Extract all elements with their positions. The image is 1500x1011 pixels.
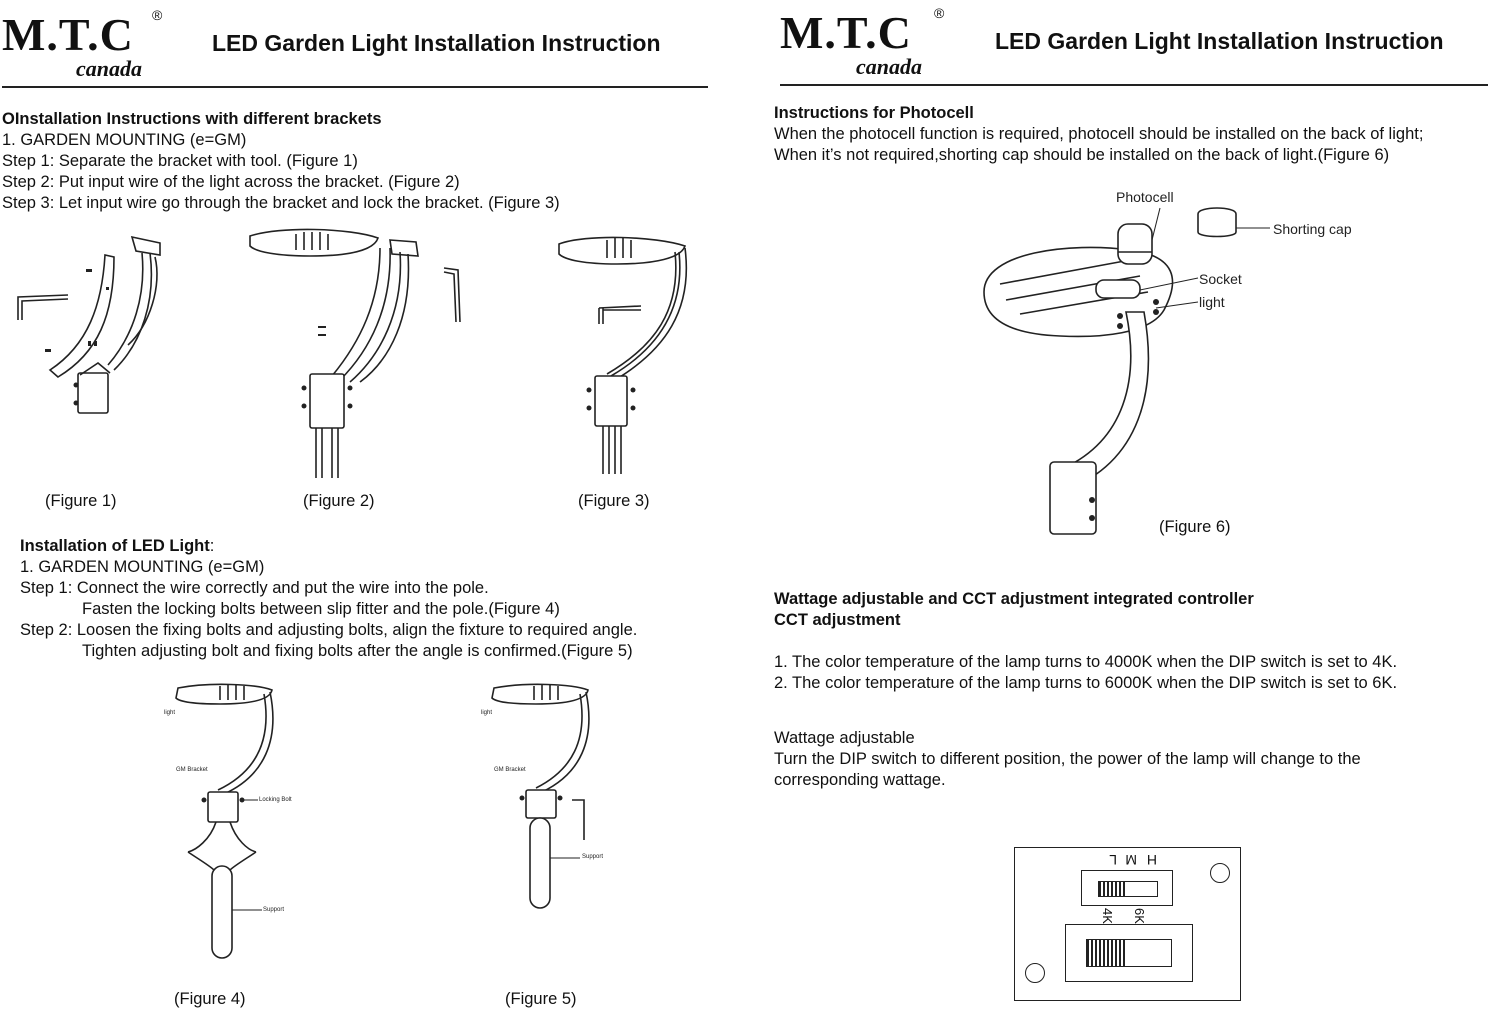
text-line: 1. GARDEN MOUNTING (e=GM): [2, 131, 247, 149]
switch-labels-hml: H M L: [1099, 852, 1159, 868]
text-line: Step 2: Loosen the fixing bolts and adju…: [20, 621, 638, 639]
text-line: Step 2: Put input wire of the light acro…: [2, 173, 460, 191]
figure-5-caption: (Figure 5): [505, 990, 577, 1008]
registered-mark: ®: [152, 7, 163, 23]
fig4-label-support: Support: [263, 907, 285, 913]
header-divider: [780, 84, 1488, 86]
registered-mark: ®: [934, 5, 945, 21]
figure-2-caption: (Figure 2): [303, 492, 375, 510]
spacer: [774, 631, 1397, 652]
header-divider: [2, 86, 708, 88]
text-line: 2. The color temperature of the lamp tur…: [774, 674, 1398, 692]
figure-4-caption: (Figure 4): [174, 990, 246, 1008]
section-heading: Instructions for Photocell: [774, 104, 974, 122]
text-line: Step 3: Let input wire go through the br…: [2, 194, 560, 212]
logo-subtext: canada: [76, 56, 142, 81]
text-line: Step 1: Connect the wire correctly and p…: [20, 579, 489, 597]
switch-knob: [1087, 940, 1125, 966]
figure-1-illustration: [17, 235, 161, 414]
label-l: L: [1109, 852, 1117, 868]
label-4k: 4K: [1100, 908, 1115, 924]
page-title: LED Garden Light Installation Instructio…: [212, 30, 661, 56]
fig4-label-bolt: Locking Bolt: [259, 797, 292, 803]
section-heading: Wattage adjustable and CCT adjustment in…: [774, 590, 1254, 608]
cct-dip-switch[interactable]: [1065, 924, 1193, 982]
dip-switch-board: H M L 4K 6K: [1014, 847, 1241, 1001]
figure-5-illustration: [491, 683, 590, 909]
logo-text: M.T.C: [2, 9, 134, 60]
section-installation: Installation of LED Light: 1. GARDEN MOU…: [20, 536, 637, 662]
fig4-label-light: light: [164, 710, 176, 716]
section-heading: Wattage adjustable: [774, 729, 915, 747]
section-controller: Wattage adjustable and CCT adjustment in…: [774, 589, 1397, 694]
figure-6-illustration: [983, 207, 1270, 535]
text-line: Tighten adjusting bolt and fixing bolts …: [82, 642, 633, 660]
heading-colon: :: [209, 537, 215, 555]
page-title: LED Garden Light Installation Instructio…: [995, 28, 1444, 54]
section-heading: OInstallation Instructions with differen…: [2, 110, 382, 128]
figure-3-caption: (Figure 3): [578, 492, 650, 510]
text-line: When it’s not required,shorting cap shou…: [774, 146, 1390, 164]
section-heading: Installation of LED Light: [20, 537, 210, 555]
wattage-dip-switch[interactable]: [1081, 870, 1173, 906]
fig5-label-support: Support: [582, 854, 604, 860]
section-photocell: Instructions for Photocell When the phot…: [774, 103, 1423, 166]
section-subheading: CCT adjustment: [774, 611, 901, 629]
switch-knob: [1099, 882, 1127, 896]
text-line: corresponding wattage.: [774, 771, 946, 789]
label-m: M: [1125, 852, 1137, 868]
fig6-label-photocell: Photocell: [1116, 189, 1174, 205]
fig6-label-light: light: [1199, 294, 1225, 310]
label-h: H: [1146, 852, 1157, 868]
figure-2-illustration: [249, 228, 461, 478]
text-line: Turn the DIP switch to different positio…: [774, 750, 1361, 768]
fig4-label-bracket: GM Bracket: [176, 767, 208, 773]
section-instructions: OInstallation Instructions with differen…: [2, 109, 560, 214]
text-line: 1. The color temperature of the lamp tur…: [774, 653, 1398, 671]
logo-subtext: canada: [856, 54, 922, 79]
figure-3-illustration: [558, 236, 688, 474]
text-line: When the photocell function is required,…: [774, 125, 1424, 143]
fig5-label-bracket: GM Bracket: [494, 767, 526, 773]
right-logo: M.T.C ® canada: [780, 6, 950, 78]
fig5-label-light: light: [481, 710, 493, 716]
figure-6-caption: (Figure 6): [1159, 518, 1231, 536]
figure-4-illustration: [175, 683, 274, 959]
text-line: 1. GARDEN MOUNTING (e=GM): [20, 558, 265, 576]
mounting-hole: [1025, 963, 1045, 983]
label-6k: 6K: [1132, 908, 1147, 924]
switch-slot: [1098, 881, 1158, 897]
figure-1-caption: (Figure 1): [45, 492, 117, 510]
mounting-hole: [1210, 863, 1230, 883]
fig6-label-socket: Socket: [1199, 271, 1242, 287]
left-logo: M.T.C ® canada: [2, 8, 172, 80]
section-wattage: Wattage adjustable Turn the DIP switch t…: [774, 728, 1361, 791]
switch-slot: [1086, 939, 1172, 967]
fig6-label-shorting-cap: Shorting cap: [1273, 221, 1352, 237]
logo-text: M.T.C: [780, 7, 912, 58]
text-line: Fasten the locking bolts between slip fi…: [82, 600, 560, 618]
text-line: Step 1: Separate the bracket with tool. …: [2, 152, 358, 170]
